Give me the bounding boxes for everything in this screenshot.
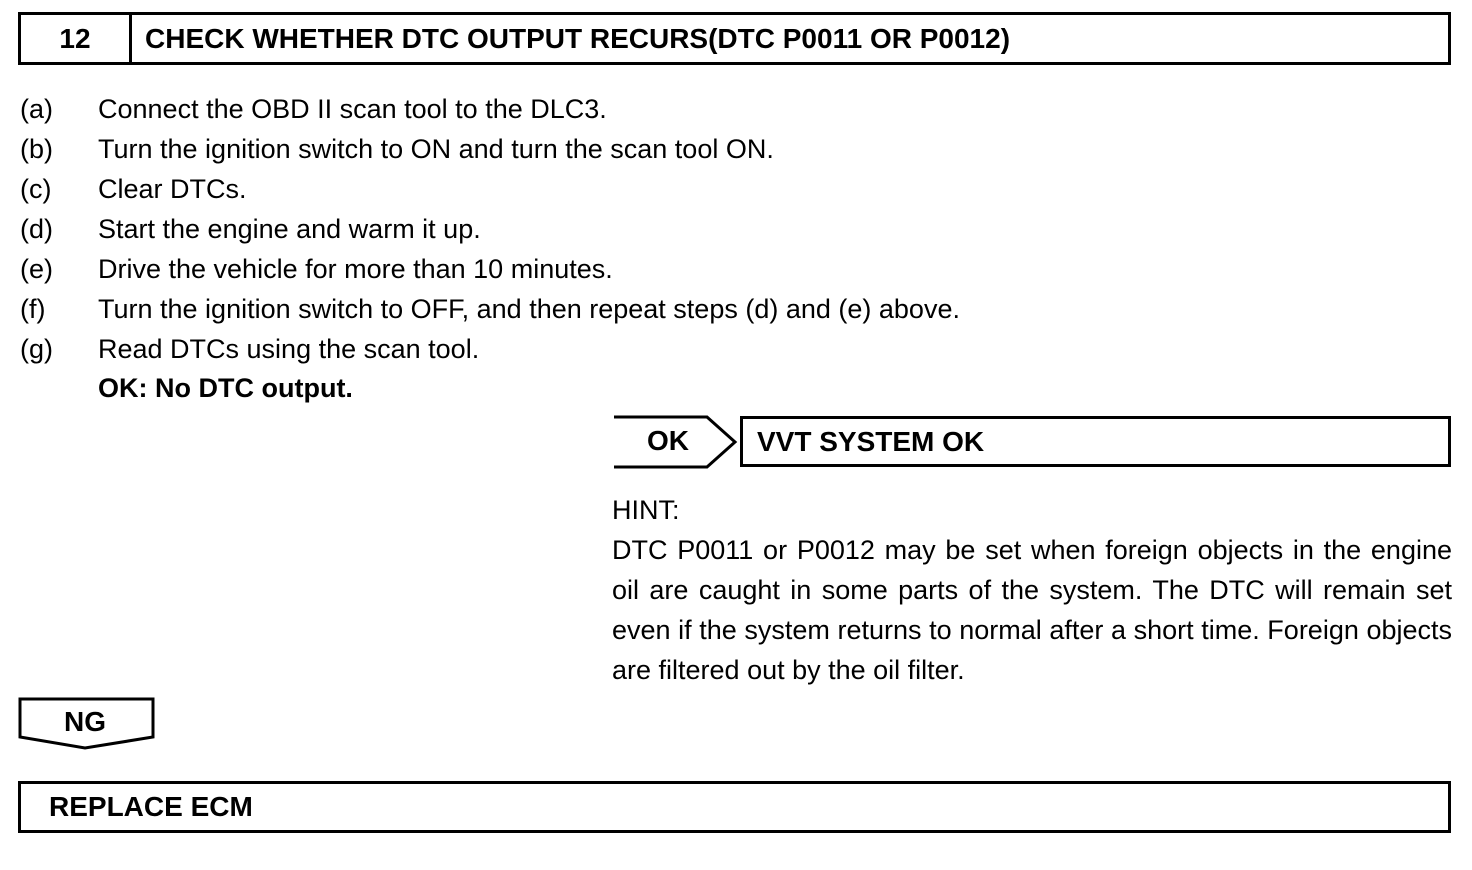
hint-label: HINT: — [612, 495, 680, 525]
step-text: Read DTCs using the scan tool. — [98, 334, 480, 364]
step-number: 12 — [21, 15, 132, 62]
ok-arrow-shape — [614, 415, 738, 469]
ok-criteria: OK: No DTC output. — [98, 373, 353, 403]
ok-result-box: VVT SYSTEM OK — [740, 416, 1451, 467]
step-text: Turn the ignition switch to OFF, and the… — [98, 294, 960, 324]
step-text: Connect the OBD II scan tool to the DLC3… — [98, 94, 607, 124]
step-letter: (g) — [20, 334, 53, 364]
hint-text: DTC P0011 or P0012 may be set when forei… — [612, 535, 1452, 685]
step-text: Clear DTCs. — [98, 174, 247, 204]
step-letter: (f) — [20, 294, 46, 324]
step-letter: (d) — [20, 214, 53, 244]
step-letter: (e) — [20, 254, 53, 284]
ng-action-box: REPLACE ECM — [18, 781, 1451, 833]
step-text: Start the engine and warm it up. — [98, 214, 481, 244]
step-header-box: 12 CHECK WHETHER DTC OUTPUT RECURS(DTC P… — [18, 12, 1451, 65]
step-text: Turn the ignition switch to ON and turn … — [98, 134, 774, 164]
step-letter: (a) — [20, 94, 53, 124]
step-title: CHECK WHETHER DTC OUTPUT RECURS(DTC P001… — [145, 23, 1011, 54]
ng-action-text: REPLACE ECM — [49, 791, 253, 822]
ng-arrow-shape — [18, 697, 155, 750]
ok-branch-label: OK — [647, 425, 689, 456]
step-text: Drive the vehicle for more than 10 minut… — [98, 254, 613, 284]
ng-branch-label: NG — [64, 706, 106, 737]
step-letter: (b) — [20, 134, 53, 164]
ok-result-text: VVT SYSTEM OK — [757, 426, 985, 457]
step-letter: (c) — [20, 174, 52, 204]
